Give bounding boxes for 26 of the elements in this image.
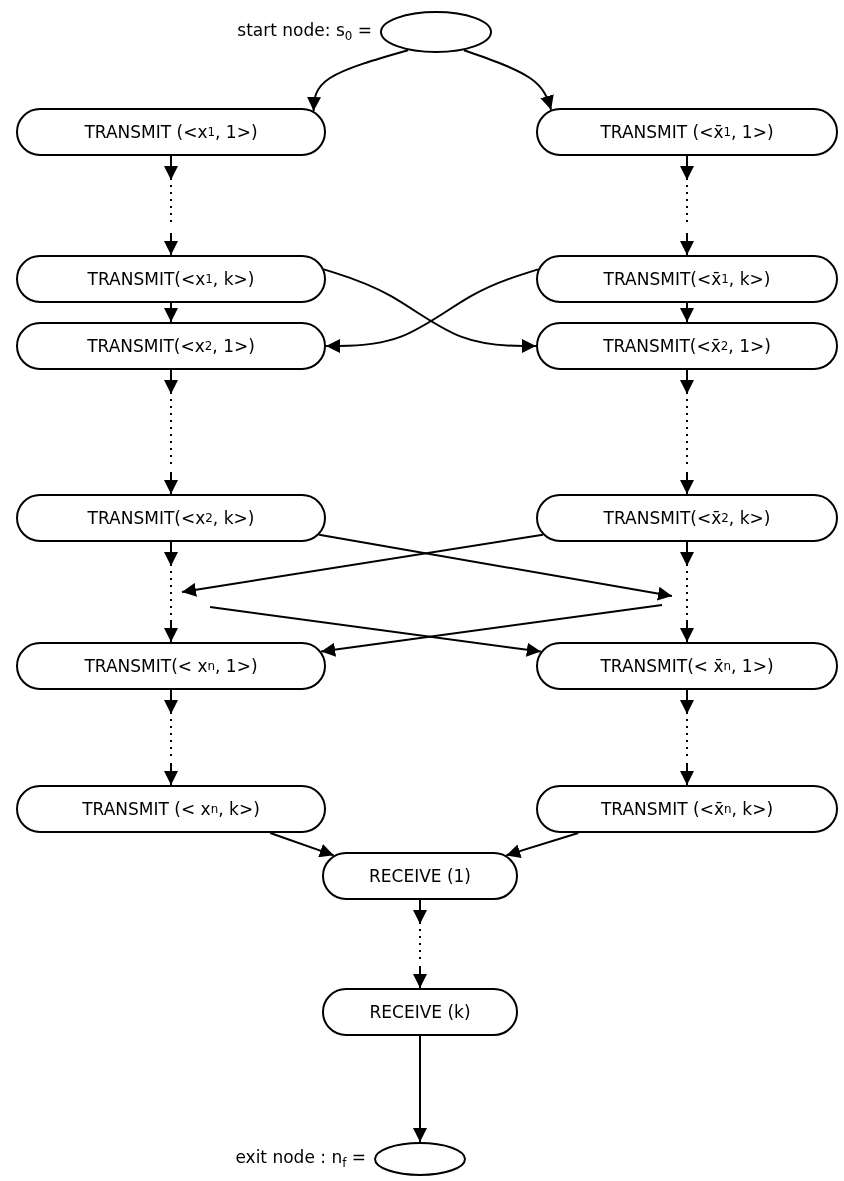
arrow — [680, 155, 694, 256]
oval-node — [374, 1142, 466, 1176]
arrow — [164, 155, 178, 256]
arrow — [318, 533, 673, 601]
arrow — [320, 604, 663, 657]
arrow — [164, 689, 178, 786]
node-caption: exit node : n$_{f}$ = — [235, 1147, 366, 1171]
arrow — [680, 541, 694, 643]
arrow — [505, 832, 580, 858]
arrow — [269, 832, 335, 858]
arrow — [181, 533, 544, 597]
arrow — [413, 1035, 427, 1143]
arrow — [413, 899, 427, 989]
arrow — [209, 606, 542, 657]
arrow — [307, 49, 409, 112]
process-box: RECEIVE (k) — [322, 988, 518, 1036]
arrow — [164, 541, 178, 643]
node-caption: start node: s$_{0}$ = — [237, 20, 372, 44]
arrow — [164, 302, 178, 323]
oval-node — [380, 11, 492, 53]
arrow — [680, 369, 694, 495]
process-box: RECEIVE (1) — [322, 852, 518, 900]
arrow — [164, 369, 178, 495]
arrow — [680, 302, 694, 323]
arrow — [680, 689, 694, 786]
arrow — [463, 49, 554, 111]
